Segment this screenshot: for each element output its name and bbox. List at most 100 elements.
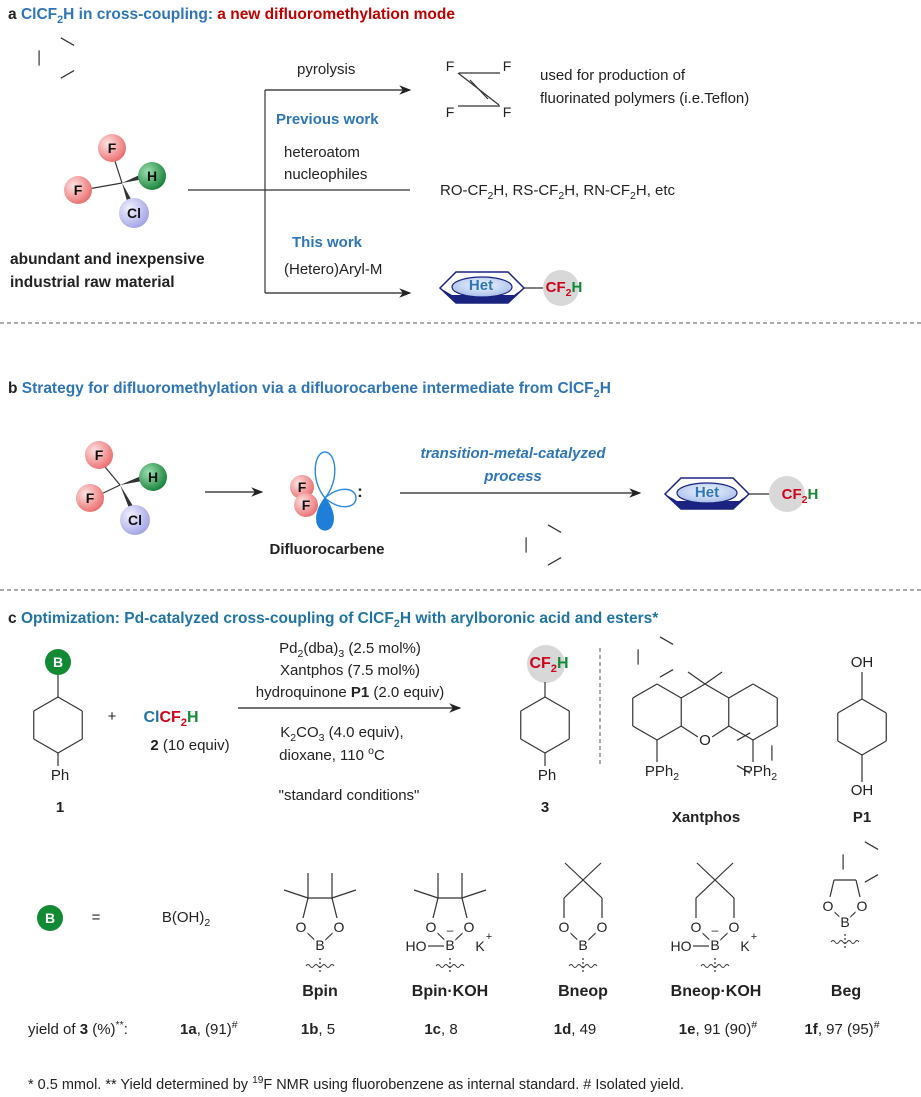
boron-atom: B <box>577 936 589 954</box>
boron-group-label: B <box>44 910 56 926</box>
oxygen-atom: O <box>821 897 835 915</box>
carbene-fluorine: F <box>301 497 311 513</box>
fluorine-ball <box>76 484 104 512</box>
bond-line <box>331 889 357 899</box>
phenyl-label: Ph <box>50 767 70 784</box>
het-arene-aromatic <box>451 276 513 298</box>
bond-line <box>680 683 706 699</box>
bond-line <box>695 879 716 899</box>
hydroxide: HO <box>669 937 693 955</box>
oxygen-atom: O <box>557 918 571 936</box>
ring-bond <box>728 683 754 699</box>
pyrolysis-label: pyrolysis <box>297 61 356 78</box>
cf2h-group: CF2H <box>545 279 583 299</box>
yield-1b: 1b, 5 <box>300 1021 336 1038</box>
yield-1a: 1a, (91)# <box>180 1019 238 1038</box>
boron-atom: B <box>839 913 851 931</box>
nucleophiles-label: heteroatom <box>284 144 360 161</box>
bond-line <box>687 671 706 685</box>
teflon-note: fluorinated polymers (i.e.Teflon) <box>540 90 750 107</box>
oxygen-atom: O <box>462 918 476 936</box>
hydrogen-ball <box>138 162 166 190</box>
ring-double-bond <box>547 557 562 566</box>
tfe-fluorine: F <box>501 103 513 121</box>
boron-ball <box>45 649 71 675</box>
ring-bond <box>861 698 887 714</box>
ring-bond <box>656 725 682 741</box>
ring-double-bond <box>864 841 879 850</box>
chlorine-atom: Cl <box>127 205 141 221</box>
fluorine-atom: F <box>85 490 95 506</box>
hydroxyl-group: OH <box>850 654 874 671</box>
xantphos-label: Xantphos <box>671 809 741 826</box>
sigma-orbital-lobe <box>316 497 334 531</box>
boron-atom: B <box>314 936 326 954</box>
oxygen-atom: O <box>424 918 438 936</box>
ring-double-bond <box>659 669 674 678</box>
tfe-fluorine: F <box>501 57 513 75</box>
chlorine-ball <box>119 198 149 228</box>
process-label: transition-metal-catalyzed <box>420 445 606 462</box>
bond-line <box>714 862 734 881</box>
ring-bond <box>632 725 658 741</box>
nucleophiles-label: nucleophiles <box>284 166 368 183</box>
bond-line <box>680 725 699 738</box>
plus-sign: + <box>107 708 117 725</box>
ring-bond <box>544 696 570 712</box>
bond-line <box>302 897 309 919</box>
condition-ligand: Xantphos (7.5 mol%) <box>279 662 421 679</box>
panel-c-title: c Optimization: Pd-catalyzed cross-coupl… <box>8 610 659 631</box>
positive-charge: + <box>485 931 493 943</box>
this-work-label: This work <box>292 234 363 251</box>
bond-line <box>714 879 735 899</box>
yield-1c: 1c, 8 <box>424 1021 458 1038</box>
yield-1f: 1f, 97 (95)# <box>804 1019 880 1038</box>
difluorocarbene-label: Difluorocarbene <box>269 541 385 558</box>
raw-material-label: industrial raw material <box>10 274 175 291</box>
oxygen-atom: O <box>698 732 712 750</box>
boron-group-label: B <box>52 654 64 670</box>
wedge-bond <box>122 183 131 201</box>
pph2-group: PPh2 <box>644 763 680 783</box>
oxygen-atom: O <box>855 897 869 915</box>
ester-label-bpin: Bpin <box>302 983 338 1000</box>
tfe-fluorine: F <box>444 103 456 121</box>
cf2h-highlight <box>527 645 565 683</box>
ring-bond <box>752 683 778 699</box>
condition-catalyst: Pd2(dba)3 (2.5 mol%) <box>279 640 421 660</box>
fluorine-atom: F <box>94 447 104 463</box>
condition-additive: hydroquinone P1 (2.0 equiv) <box>255 684 445 701</box>
bond-line <box>564 862 584 881</box>
ester-label-bpin-koh: Bpin·KOH <box>411 983 489 1000</box>
pph2-group: PPh2 <box>742 763 778 783</box>
bond-line <box>704 683 730 699</box>
fluorine-atom: F <box>73 182 83 198</box>
equals-sign: = <box>91 909 101 926</box>
chlorine-atom: Cl <box>128 512 142 528</box>
aryl-metal-label: (Hetero)Aryl-M <box>284 261 383 278</box>
p-orbital-lobe <box>314 451 336 500</box>
negative-charge: – <box>446 923 454 937</box>
bond-line <box>87 182 123 190</box>
ring-bond <box>656 683 682 699</box>
hydrogen-atom: H <box>146 168 158 184</box>
ring-bond <box>728 725 754 741</box>
standard-conditions-label: "standard conditions" <box>278 787 420 804</box>
hydroxyl-group: OH <box>850 782 874 799</box>
panel-a-title: a ClCF2H in cross-coupling: a new difluo… <box>8 6 455 26</box>
fluorine-ball <box>85 441 113 469</box>
oxygen-atom: O <box>689 918 703 936</box>
ring-bond <box>57 696 83 712</box>
cf2h-highlight <box>543 270 579 306</box>
panel-letter: a <box>8 6 17 23</box>
boron-ball <box>37 905 63 931</box>
carbene-fluorine: F <box>297 479 307 495</box>
oxygen-atom: O <box>595 918 609 936</box>
lone-pair: : <box>357 482 363 501</box>
yield-1d: 1d, 49 <box>553 1021 597 1038</box>
yield-1e: 1e, 91 (90)# <box>678 1019 758 1038</box>
bond-line <box>582 862 602 881</box>
compound-number: 1 <box>55 799 65 816</box>
panel-a-title-red: a new difluoromethylation mode <box>217 6 455 23</box>
